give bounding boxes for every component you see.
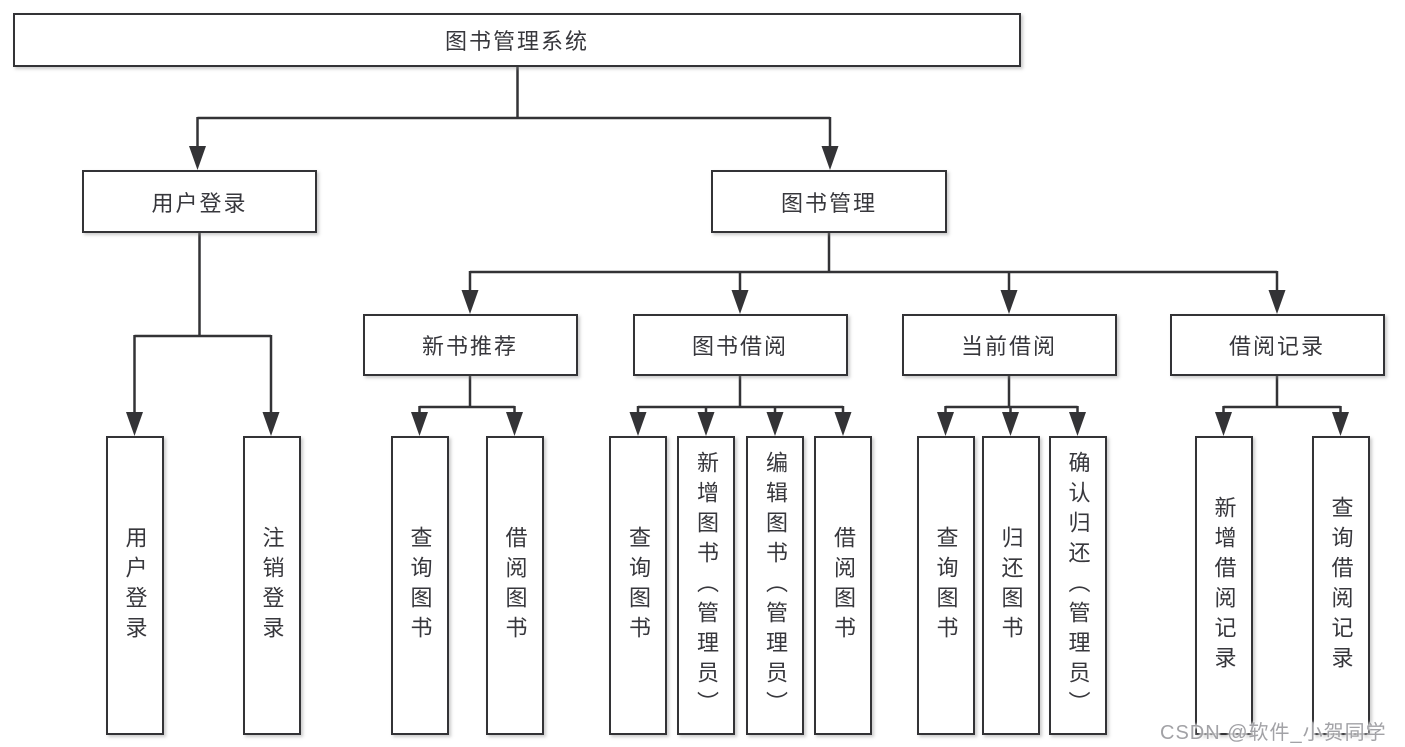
- arrowheads: [126, 146, 1349, 436]
- node-nbr-borrow-book: 借阅图书: [485, 436, 544, 735]
- node-label: 确认归还（管理员）: [1065, 450, 1091, 721]
- node-label: 查询图书: [933, 525, 959, 646]
- node-bb-add-book-admin: 新增图书（管理员）: [677, 436, 735, 735]
- node-cb-query-book: 查询图书: [916, 436, 975, 735]
- node-cb-return-book: 归还图书: [981, 436, 1040, 735]
- node-label: 借阅记录: [1228, 334, 1325, 359]
- node-user-login: 用户登录: [82, 170, 317, 233]
- node-label: 编辑图书（管理员）: [763, 450, 788, 721]
- node-bb-edit-book-admin: 编辑图书（管理员）: [746, 436, 804, 735]
- node-label: 借阅图书: [831, 525, 856, 646]
- node-br-query-record: 查询借阅记录: [1311, 436, 1370, 735]
- node-book-borrow: 图书借阅: [632, 314, 848, 376]
- node-label: 注销登录: [259, 525, 285, 646]
- node-label: 用户登录: [151, 190, 248, 216]
- node-book-management: 图书管理: [711, 170, 947, 233]
- node-label: 查询借阅记录: [1328, 495, 1354, 676]
- node-user-login-action: 用户登录: [105, 436, 164, 735]
- node-label: 查询图书: [626, 525, 651, 646]
- node-br-add-record: 新增借阅记录: [1194, 436, 1253, 735]
- node-label: 用户登录: [122, 525, 148, 646]
- node-label: 图书管理系统: [444, 29, 589, 54]
- node-borrow-records: 借阅记录: [1169, 314, 1385, 376]
- node-label: 归还图书: [998, 525, 1024, 646]
- node-label: 新书推荐: [421, 334, 518, 359]
- node-label: 图书管理: [780, 190, 877, 216]
- node-current-borrow: 当前借阅: [901, 314, 1117, 376]
- node-label: 新增图书（管理员）: [694, 450, 719, 721]
- node-bb-borrow-book: 借阅图书: [814, 436, 872, 735]
- node-nbr-query-book: 查询图书: [390, 436, 449, 735]
- node-cb-confirm-return-admin: 确认归还（管理员）: [1048, 436, 1107, 735]
- node-label: 当前借阅: [960, 334, 1057, 359]
- node-new-book-recommend: 新书推荐: [362, 314, 578, 376]
- node-root-system: 图书管理系统: [13, 13, 1021, 67]
- node-label: 新增借阅记录: [1211, 495, 1237, 676]
- node-label: 查询图书: [407, 525, 433, 646]
- node-label: 图书借阅: [691, 334, 788, 359]
- node-bb-query-book: 查询图书: [609, 436, 667, 735]
- csdn-watermark: CSDN @软件_小贺同学: [1160, 722, 1387, 744]
- node-label: 借阅图书: [502, 525, 528, 646]
- node-logout-action: 注销登录: [242, 436, 301, 735]
